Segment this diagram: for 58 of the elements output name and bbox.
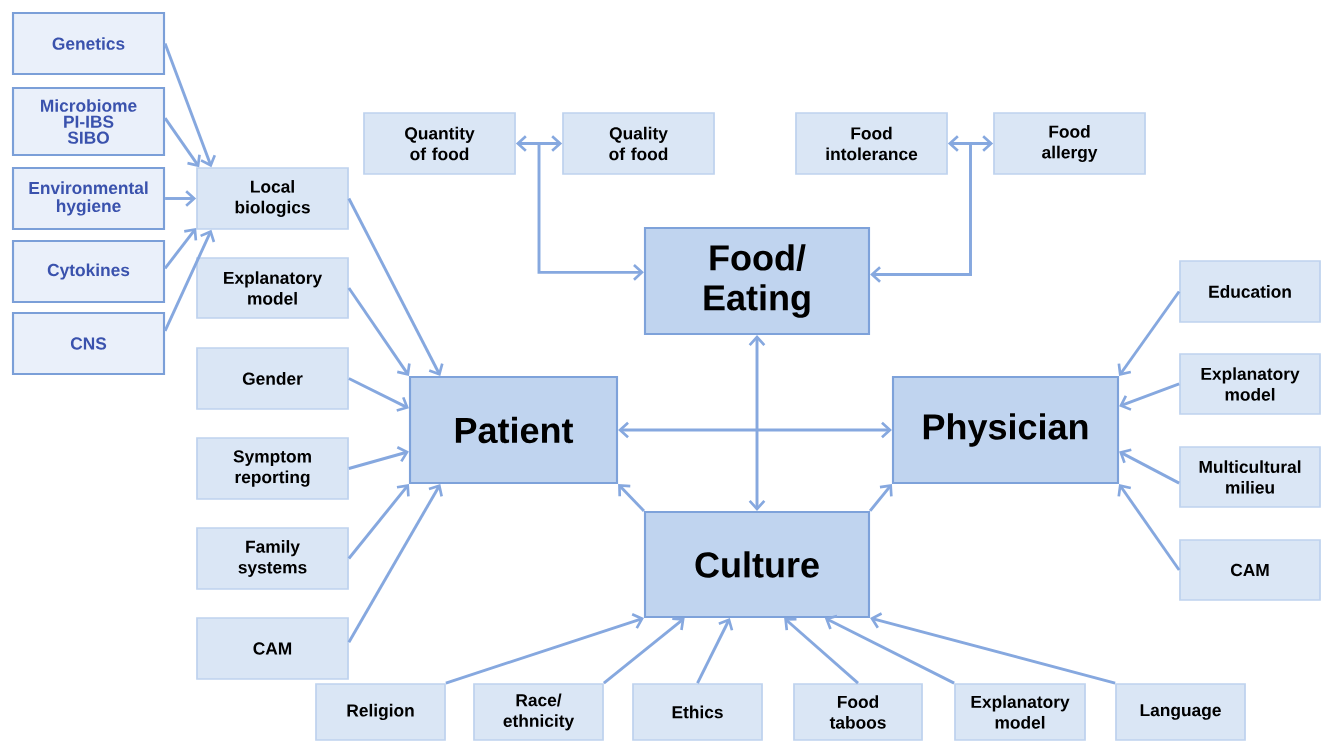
arrow: [163, 229, 216, 332]
arrow: [515, 135, 563, 152]
arrow: [947, 135, 994, 152]
factor-box: Food taboos: [793, 683, 923, 741]
concept-box: Patient: [408, 375, 619, 485]
arrow: [618, 421, 892, 439]
arrow: [445, 613, 644, 685]
factor-box: Explanatory model: [954, 683, 1086, 741]
factor-box: Education: [1179, 260, 1321, 323]
factor-box: Environmental hygiene: [11, 166, 166, 231]
factor-box: Quality of food: [562, 112, 715, 175]
arrow: [347, 287, 411, 376]
arrow: [163, 228, 198, 270]
factor-box: Local biologics: [196, 167, 349, 230]
arrow: [1117, 290, 1181, 376]
factor-box: Food intolerance: [795, 112, 948, 175]
factor-box: Quantity of food: [363, 112, 516, 175]
arrow: [163, 117, 201, 168]
arrow: [347, 197, 444, 376]
arrow: [748, 335, 766, 511]
factor-box: Explanatory model: [1179, 353, 1321, 415]
factor-box: Food allergy: [993, 112, 1146, 175]
factor-box: CAM: [196, 617, 349, 680]
arrow: [1117, 484, 1181, 571]
factor-box: Cytokines: [11, 239, 166, 304]
factor-box: Ethics: [632, 683, 763, 741]
arrow: [1119, 382, 1180, 411]
factor-box: CNS: [11, 311, 166, 376]
arrow: [165, 190, 197, 207]
factor-box: Race/ ethnicity: [473, 683, 604, 741]
arrow: [784, 617, 859, 685]
arrow: [1119, 448, 1180, 485]
arrow: [618, 484, 645, 512]
factor-box: Gender: [196, 347, 349, 410]
arrow: [870, 612, 1116, 685]
arrow: [537, 143, 644, 281]
factor-box: Explanatory model: [196, 257, 349, 319]
arrow: [868, 484, 893, 512]
concept-box: Food/ Eating: [643, 226, 871, 336]
arrow: [602, 617, 685, 685]
factor-box: Religion: [315, 683, 446, 741]
arrow: [347, 484, 443, 643]
arrow: [824, 614, 955, 685]
arrow: [347, 484, 410, 560]
factor-box: Multicultural milieu: [1179, 446, 1321, 508]
factor-box: Symptom reporting: [196, 437, 349, 500]
factor-box: Language: [1115, 683, 1246, 741]
arrow: [348, 377, 409, 412]
factor-box: Microbiome PI-IBS SIBO: [11, 86, 166, 157]
arrow: [870, 143, 972, 283]
concept-box: Physician: [891, 375, 1120, 485]
factor-box: CAM: [1179, 539, 1321, 601]
arrow: [696, 618, 734, 684]
factor-box: Family systems: [196, 527, 349, 590]
factor-box: Genetics: [11, 11, 166, 76]
concept-box: Culture: [643, 510, 871, 619]
arrow: [163, 43, 216, 168]
arrow: [348, 446, 409, 470]
